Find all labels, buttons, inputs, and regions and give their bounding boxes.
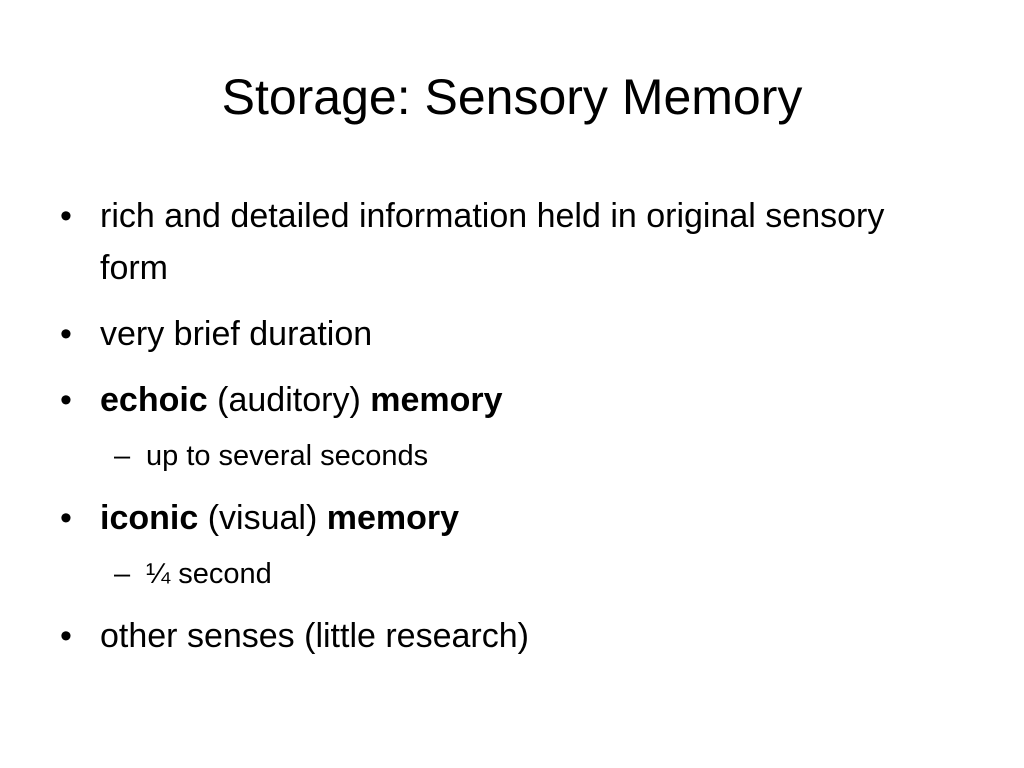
slide-title: Storage: Sensory Memory [221,69,803,125]
bullet-marker: • [60,381,72,419]
bullet-bold-term: memory [326,499,459,537]
bullet-bold-term: echoic [100,381,208,419]
bullet-item-echoic: • echoic (auditory) memory [60,374,960,426]
bullet-bold-term: memory [370,381,503,419]
bullet-marker: • [60,499,72,537]
bullet-marker: • [60,197,72,235]
bullet-item: • other senses (little research) [60,610,960,662]
bullet-text: (auditory) [207,381,371,419]
bullet-item: • very brief duration [60,308,960,360]
sub-bullet-item: – up to several seconds [60,434,960,478]
dash-marker: – [114,558,131,590]
sub-bullet-text: up to several seconds [146,440,429,472]
bullet-marker: • [60,315,72,353]
bullet-text: rich and detailed information held in or… [100,197,885,287]
bullet-list: • rich and detailed information held in … [60,190,960,676]
bullet-text: (visual) [198,499,327,537]
bullet-item: • rich and detailed information held in … [60,190,960,294]
bullet-text: very brief duration [100,315,373,353]
bullet-bold-term: iconic [100,499,199,537]
bullet-text: other senses (little research) [100,617,529,655]
bullet-item-iconic: • iconic (visual) memory [60,492,960,544]
sub-bullet-text: ¼ second [146,558,272,590]
bullet-marker: • [60,617,72,655]
sub-bullet-item: – ¼ second [60,552,960,596]
dash-marker: – [114,440,131,472]
